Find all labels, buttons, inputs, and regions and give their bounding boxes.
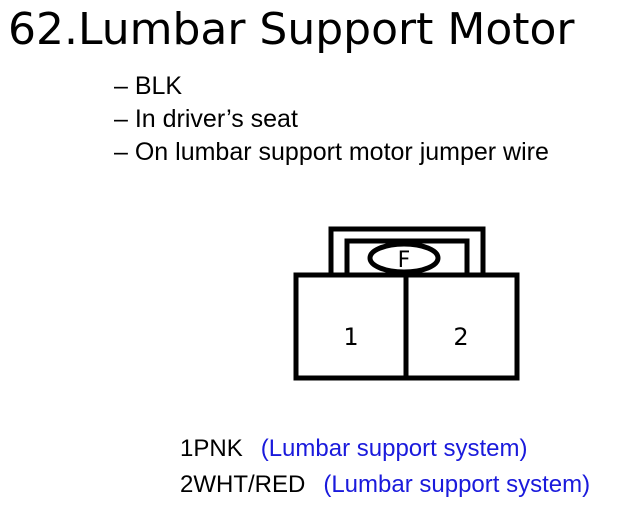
connector-lock-tab xyxy=(367,241,441,275)
pin-terminal: 1 xyxy=(180,435,194,462)
page-title: 62.Lumbar Support Motor xyxy=(8,4,575,55)
pin-row: 1PNK (Lumbar support system) xyxy=(180,431,590,467)
pin-assignment-list: 1PNK (Lumbar support system) 2WHT/RED (Lum… xyxy=(180,431,590,503)
connector-lock-inner xyxy=(344,238,470,275)
connector-position: – On lumbar support motor jumper wire xyxy=(114,138,549,166)
connector-location: – In driver’s seat xyxy=(114,105,298,133)
pin-system: (Lumbar support system) xyxy=(260,435,528,462)
connector-lock-outer xyxy=(328,226,486,275)
terminal-2-label: 2 xyxy=(453,323,468,351)
connector-diagram: F 1 2 xyxy=(293,226,520,381)
pin-row: 2WHT/RED (Lumbar support system) xyxy=(180,467,590,503)
pin-system: (Lumbar support system) xyxy=(323,471,591,498)
connector-lock-label: F xyxy=(398,248,411,273)
pin-wire-color: PNK xyxy=(193,435,243,462)
connector-color: – BLK xyxy=(114,72,183,100)
pin-wire-color: WHT/RED xyxy=(193,471,306,498)
connector-info-list: – BLK – In driver’s seat – On lumbar sup… xyxy=(114,70,549,169)
pin-terminal: 2 xyxy=(180,471,194,498)
terminal-1-label: 1 xyxy=(343,323,358,351)
